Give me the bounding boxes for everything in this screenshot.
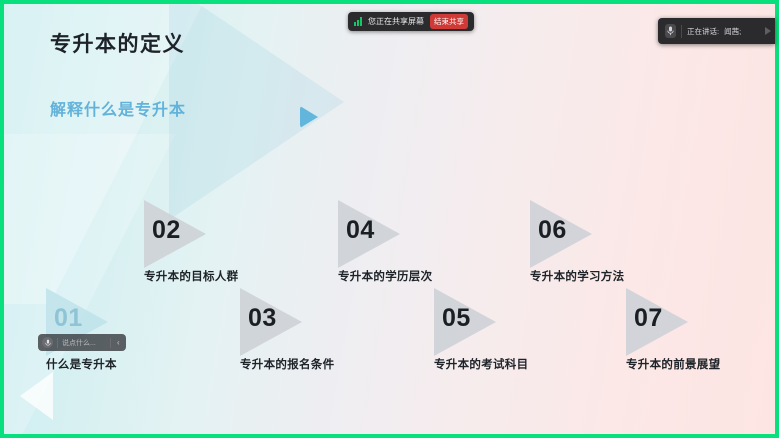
divider: [57, 337, 58, 348]
chat-input[interactable]: 说点什么...: [62, 339, 96, 347]
agenda-label: 专升本的前景展望: [626, 359, 721, 371]
agenda-item-01[interactable]: 01 什么是专升本: [46, 288, 156, 373]
play-triangle-icon: [300, 106, 318, 128]
title-block: 专升本的定义 解释什么是专升本: [50, 28, 186, 120]
agenda-item-02[interactable]: 02 专升本的目标人群: [144, 200, 254, 285]
signal-bars-icon: [354, 17, 362, 26]
agenda-label: 专升本的考试科目: [434, 359, 529, 371]
agenda-number: 03: [248, 304, 277, 332]
page-subtitle: 解释什么是专升本: [50, 102, 187, 119]
page-title: 专升本的定义: [50, 33, 185, 56]
agenda-number: 05: [442, 304, 471, 332]
agenda-item-03[interactable]: 03 专升本的报名条件: [240, 288, 350, 373]
corner-triangle-decoration: [20, 372, 53, 420]
agenda-label: 专升本的学历层次: [338, 271, 433, 283]
agenda-number: 01: [54, 304, 83, 332]
presentation-slide: 专升本的定义 解释什么是专升本 01 什么是专升本 02 专升本的目标人群 03…: [4, 4, 775, 434]
triangle-icon: [338, 200, 400, 268]
agenda-label: 专升本的目标人群: [144, 271, 239, 283]
agenda-number: 07: [634, 304, 663, 332]
microphone-icon: [665, 24, 676, 38]
chevron-left-icon[interactable]: ‹: [117, 337, 120, 347]
triangle-icon: [626, 288, 688, 356]
agenda-label: 什么是专升本: [46, 359, 117, 371]
speaker-name: 闻茜;: [724, 26, 742, 36]
agenda-marker: 03: [240, 288, 314, 356]
agenda-number: 04: [346, 216, 375, 244]
speaking-label: 正在讲话:: [687, 26, 720, 36]
agenda-item-06[interactable]: 06 专升本的学习方法: [530, 200, 640, 285]
agenda-marker: 07: [626, 288, 700, 356]
triangle-icon: [434, 288, 496, 356]
microphone-icon[interactable]: [42, 337, 53, 348]
triangle-icon: [240, 288, 302, 356]
agenda-number: 02: [152, 216, 181, 244]
triangle-icon: [530, 200, 592, 268]
share-status-text: 您正在共享屏幕: [368, 17, 424, 26]
divider: [110, 337, 111, 348]
chevron-right-icon[interactable]: [765, 27, 771, 35]
agenda-marker: 05: [434, 288, 508, 356]
agenda-item-05[interactable]: 05 专升本的考试科目: [434, 288, 544, 373]
agenda-label: 专升本的报名条件: [240, 359, 335, 371]
floating-chat-bar[interactable]: 说点什么... ‹: [38, 334, 126, 351]
divider: [681, 24, 682, 38]
end-share-button[interactable]: 结束共享: [430, 14, 468, 29]
agenda-marker: 06: [530, 200, 604, 268]
screen-share-banner: 您正在共享屏幕 结束共享: [348, 12, 474, 31]
agenda-number: 06: [538, 216, 567, 244]
active-speaker-strip[interactable]: 正在讲话: 闻茜;: [658, 18, 775, 44]
agenda-item-07[interactable]: 07 专升本的前景展望: [626, 288, 736, 373]
triangle-icon: [144, 200, 206, 268]
agenda-label: 专升本的学习方法: [530, 271, 625, 283]
agenda-marker: 02: [144, 200, 218, 268]
agenda-item-04[interactable]: 04 专升本的学历层次: [338, 200, 448, 285]
agenda-marker: 04: [338, 200, 412, 268]
